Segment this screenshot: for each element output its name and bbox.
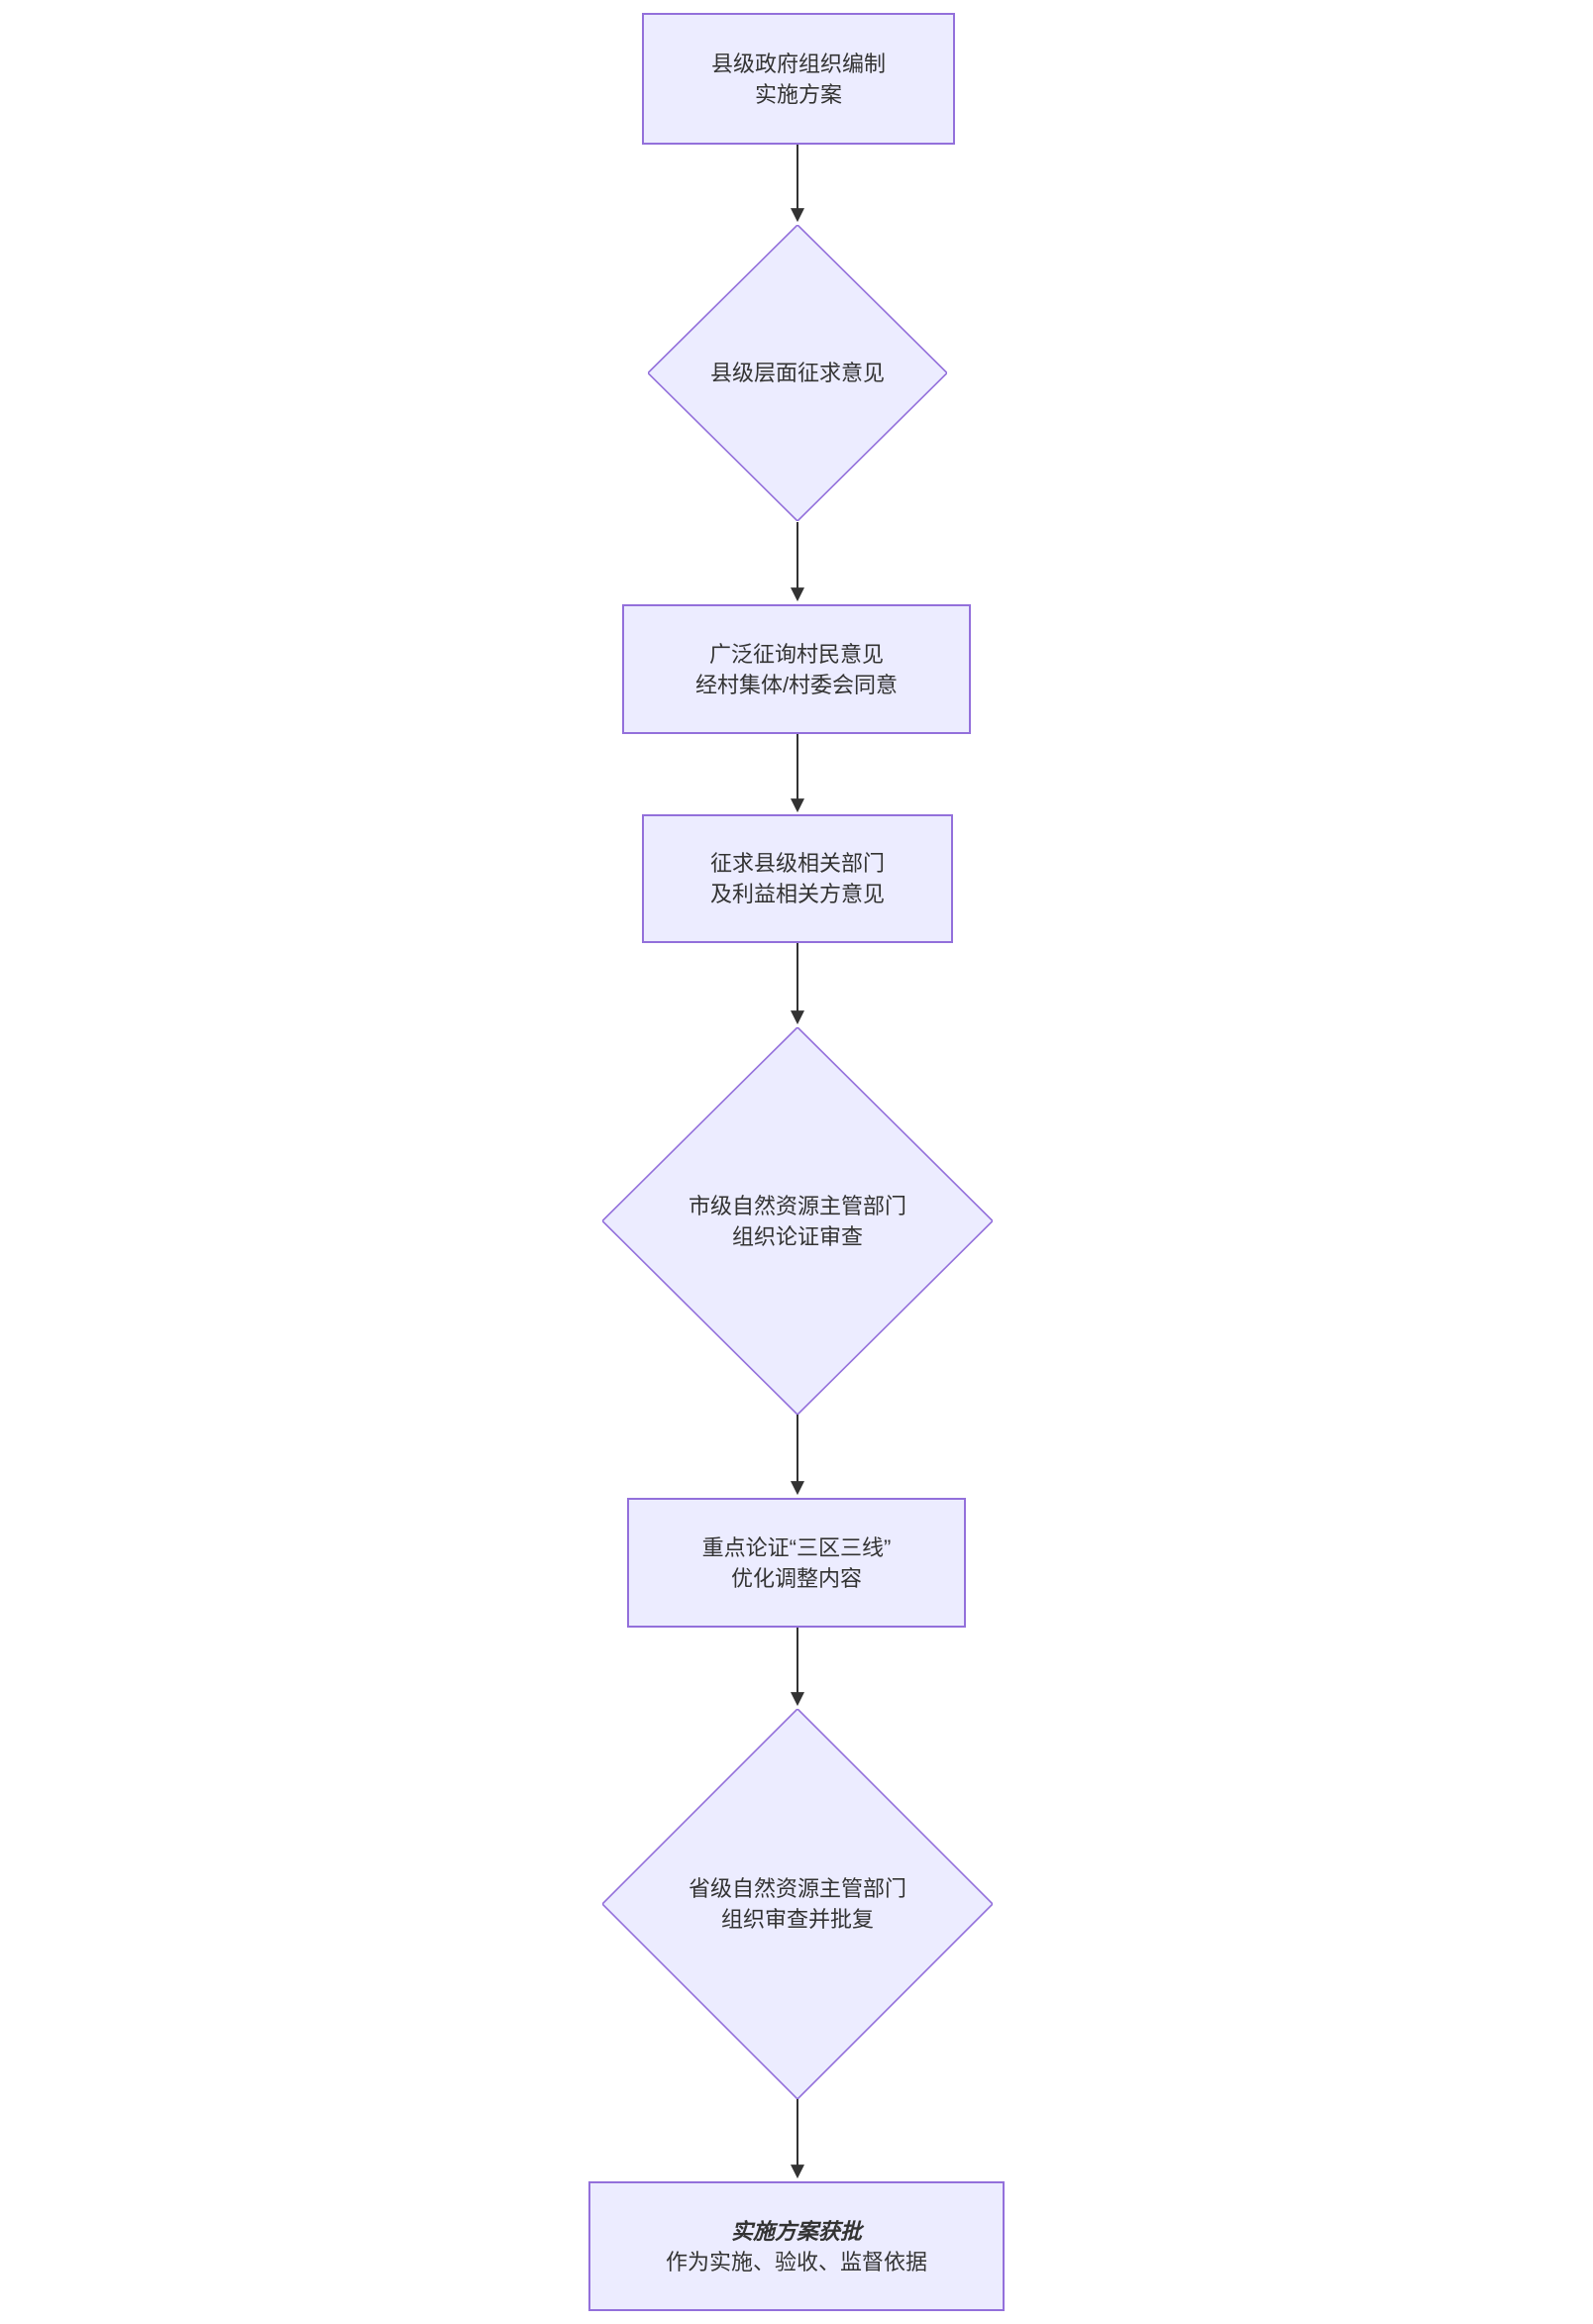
decision-city-review: 市级自然资源主管部门 组织论证审查 [602, 1027, 993, 1415]
node-text-line: 省级自然资源主管部门 [688, 1876, 906, 1901]
node-three-zones-three-lines: 重点论证“三区三线” 优化调整内容 [627, 1498, 966, 1628]
node-text-line: 作为实施、验收、监督依据 [665, 2249, 927, 2274]
node-county-gov-compile-plan: 县级政府组织编制 实施方案 [642, 13, 955, 145]
node-county-departments-consult: 征求县级相关部门 及利益相关方意见 [642, 814, 953, 943]
node-text-line: 优化调整内容 [730, 1565, 862, 1591]
node-text-line: 县级层面征求意见 [709, 361, 885, 385]
diamond-shape [648, 225, 947, 521]
node-text-line: 征求县级相关部门 [709, 851, 885, 876]
diamond-shape [602, 1709, 993, 2099]
node-text-line: 实施方案 [754, 81, 842, 107]
decision-county-level-consult: 县级层面征求意见 [648, 225, 947, 521]
node-text-line: 及利益相关方意见 [709, 882, 885, 906]
node-plan-approved: 实施方案获批 作为实施、验收、监督依据 [588, 2181, 1005, 2311]
node-text-line: 广泛征询村民意见 [708, 641, 884, 667]
node-text-line: 组织审查并批复 [720, 1907, 874, 1932]
node-text-line: 县级政府组织编制 [710, 51, 886, 76]
node-villager-consult: 广泛征询村民意见 经村集体/村委会同意 [622, 604, 971, 734]
node-text-line: 实施方案获批 [730, 2218, 862, 2244]
diamond-shape [602, 1027, 993, 1415]
node-text-line: 市级自然资源主管部门 [688, 1193, 906, 1218]
node-text-line: 组织论证审查 [731, 1223, 863, 1249]
decision-province-review-approve: 省级自然资源主管部门 组织审查并批复 [602, 1709, 993, 2099]
node-text-line: 经村集体/村委会同意 [694, 672, 899, 697]
node-text-line: 重点论证“三区三线” [701, 1534, 892, 1560]
